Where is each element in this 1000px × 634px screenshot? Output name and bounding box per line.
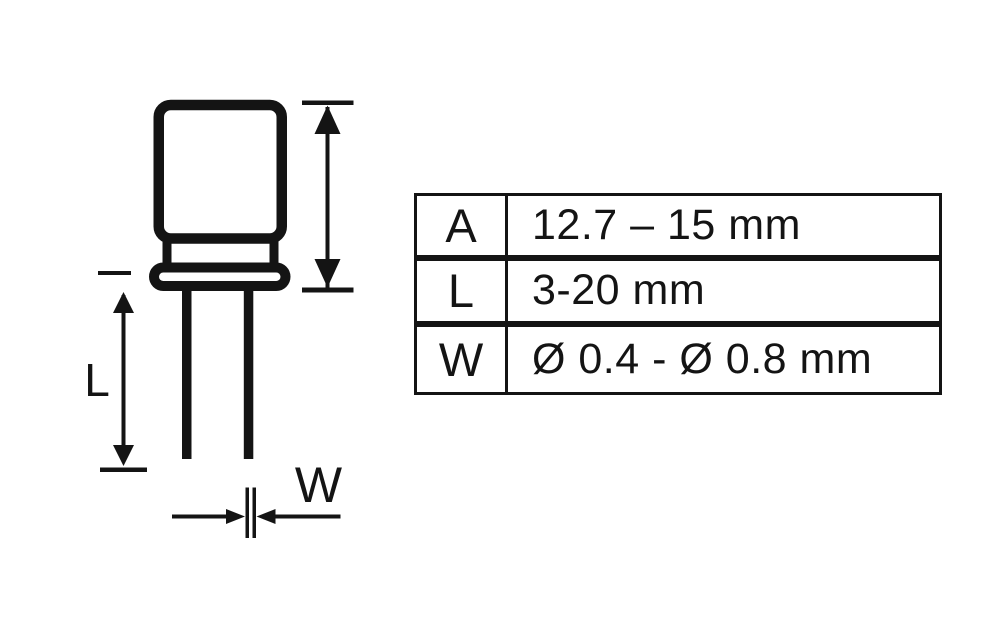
dimension-l-lead-length: L [84, 271, 147, 472]
dimension-a-height [302, 100, 354, 293]
dim-w-line-right [273, 514, 341, 519]
capacitor-lead-right [243, 287, 254, 459]
table-row: A 12.7 – 15 mm [417, 196, 939, 262]
table-value-a: 12.7 – 15 mm [532, 201, 801, 250]
dim-a-arrow-up-icon [314, 105, 341, 134]
dim-l-tick-bottom [100, 467, 147, 472]
table-row: W Ø 0.4 - Ø 0.8 mm [417, 326, 939, 392]
dim-l-line [121, 295, 126, 462]
table-param-a: A [417, 196, 508, 256]
dim-w-tick-left [245, 487, 249, 538]
dim-a-line [325, 107, 330, 288]
dim-w-label: W [295, 457, 343, 513]
table-param-w: W [417, 326, 508, 392]
table-value-l: 3-20 mm [532, 266, 706, 315]
dimension-table: A 12.7 – 15 mm L 3-20 mm W Ø 0.4 - Ø 0.8… [414, 193, 942, 395]
capacitor-body [153, 99, 287, 244]
dim-w-arrow-left-icon [256, 509, 276, 524]
capacitor-base [149, 262, 291, 291]
dim-w-arrow-right-icon [226, 509, 245, 524]
dim-w-tick-right [252, 487, 256, 538]
table-row: L 3-20 mm [417, 261, 939, 327]
capacitor-lead-left [182, 287, 192, 459]
dim-w-line-left [172, 514, 229, 519]
dim-a-arrow-down-icon [314, 259, 341, 288]
table-param-l: L [417, 261, 508, 321]
table-value-w: Ø 0.4 - Ø 0.8 mm [532, 334, 873, 383]
dim-a-tick-top [302, 100, 354, 105]
dim-l-tick-top [98, 271, 131, 275]
dim-a-tick-bottom [302, 287, 354, 293]
dim-l-label: L [84, 354, 110, 406]
dimension-w-lead-width: W [172, 457, 343, 538]
dim-l-arrow-down-icon [113, 445, 134, 466]
dim-l-arrow-up-icon [113, 292, 134, 313]
